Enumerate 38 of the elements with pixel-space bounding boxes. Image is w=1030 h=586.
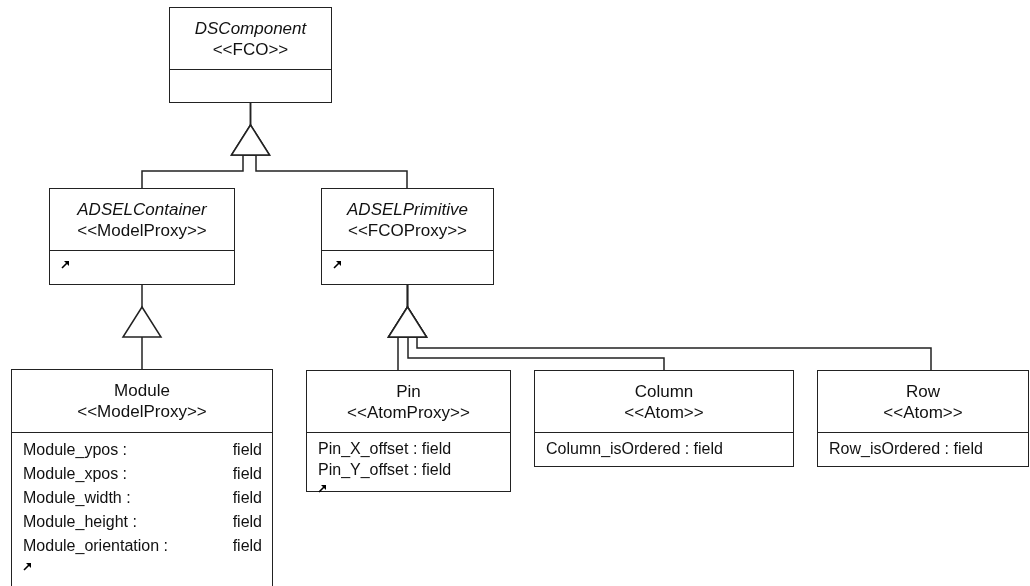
class-name: Row: [906, 380, 940, 402]
attribute: Pin_X_offset : field: [318, 439, 453, 459]
class-name: ADSELPrimitive: [347, 198, 468, 220]
stereotype: <<Atom>>: [624, 401, 704, 423]
stereotype: <<ModelProxy>>: [77, 219, 207, 241]
generalization-arrow: [122, 284, 162, 370]
class-name: DSComponent: [194, 17, 307, 39]
attribute-type: field: [232, 464, 262, 484]
class-box: [306, 370, 511, 492]
class-box: [817, 370, 1029, 467]
attribute: Row_isOrdered : field: [829, 439, 984, 459]
class-box: [11, 369, 273, 586]
stereotype: <<Atom>>: [883, 401, 963, 423]
attribute-name: Module_orientation :: [23, 536, 168, 556]
attribute-type: field: [232, 536, 262, 556]
stereotype: <<FCOProxy>>: [347, 219, 468, 241]
class-name: Column: [634, 380, 694, 402]
attribute-name: Module_width :: [23, 488, 132, 508]
class-name: Pin: [396, 380, 421, 402]
class-box: [169, 7, 332, 103]
attribute-type: field: [232, 488, 262, 508]
class-name: ADSELContainer: [77, 198, 207, 220]
stereotype: <<FCO>>: [212, 38, 289, 60]
attribute-name: Module_xpos :: [23, 464, 129, 484]
attribute-name: Module_height :: [23, 512, 138, 532]
attribute: Pin_Y_offset : field: [318, 460, 453, 480]
generalization-arrow: [230, 102, 408, 189]
attribute-name: Module_ypos :: [23, 440, 129, 460]
class-box: [534, 370, 794, 467]
class-name: Module: [114, 380, 170, 401]
class-box: [49, 188, 235, 285]
attribute-type: field: [232, 512, 262, 532]
stereotype: <<ModelProxy>>: [77, 401, 207, 422]
generalization-arrow: [387, 284, 932, 371]
attribute-type: field: [232, 440, 262, 460]
class-box: [321, 188, 494, 285]
attribute: Column_isOrdered : field: [546, 439, 724, 459]
stereotype: <<AtomProxy>>: [347, 401, 470, 423]
